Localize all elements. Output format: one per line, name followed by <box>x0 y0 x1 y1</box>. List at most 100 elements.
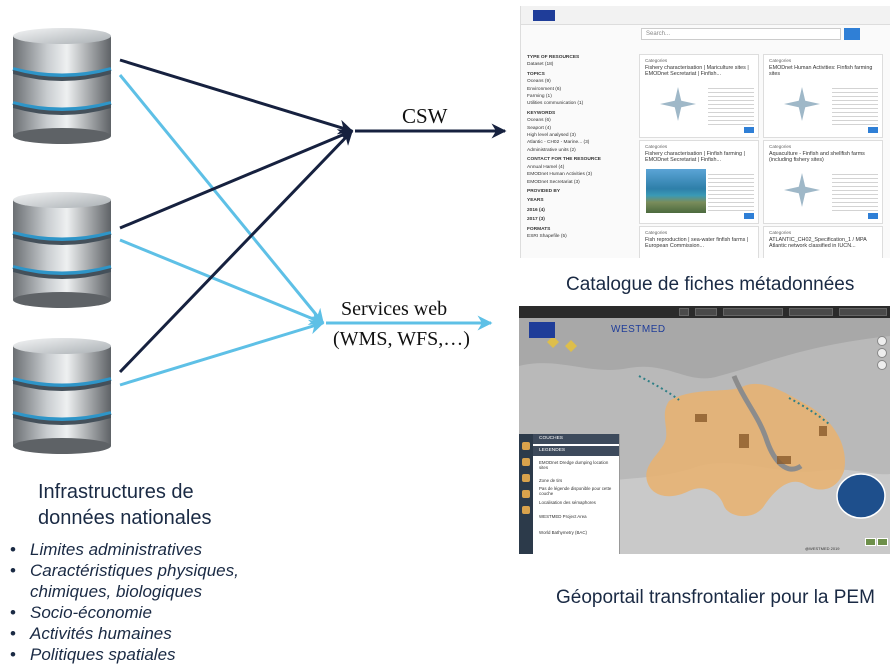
layers-icon <box>522 442 530 450</box>
csw-label: CSW <box>402 104 448 128</box>
zoom-in-icon <box>877 336 887 346</box>
infrastructure-title-line: Infrastructures de <box>38 481 194 503</box>
card-photo <box>646 169 706 213</box>
list-item: Socio-économie <box>10 602 239 623</box>
facet-item: PROVIDED BY <box>527 188 561 194</box>
catalogue-caption: Catalogue de fiches métadonnées <box>566 274 855 295</box>
card-title: EMODnet Human Activities: Finfish farmin… <box>769 65 873 78</box>
facet-item: Oceans (9) <box>527 79 551 85</box>
card-action-button <box>868 213 878 219</box>
legend-item: Localisation des sémaphores <box>539 500 596 505</box>
facet-item: ESRI Shapefile (5) <box>527 233 567 239</box>
toolbar-button <box>695 308 717 316</box>
database-icon-2 <box>11 190 113 310</box>
arrow-db2-to-csw <box>119 129 354 230</box>
compass-icon <box>784 87 820 121</box>
coordinate-field <box>789 308 833 316</box>
facet-item: Oceans (6) <box>527 118 551 124</box>
geoportal-tool-strip <box>519 434 533 554</box>
coordinate-field <box>723 308 783 316</box>
card-title: ATLANTIC_CH02_Specification_1 / MPA Atla… <box>769 237 867 250</box>
print-icon <box>522 506 530 514</box>
legend-item: WESTMED Project Area <box>539 514 587 519</box>
database-icon-1 <box>11 26 113 146</box>
eu-flag-icon <box>533 10 555 21</box>
card-abstract <box>832 85 878 125</box>
coordinate-field <box>839 308 887 316</box>
arrow-db3-to-services <box>119 319 325 387</box>
facet-item: Dataset (18) <box>527 62 554 68</box>
westmed-logo: WESTMED <box>611 324 666 335</box>
infrastructure-title-line: données nationales <box>38 507 212 529</box>
card-meta: Categories <box>645 230 668 235</box>
list-item: Politiques spatiales <box>10 644 239 665</box>
facet-item: Annual Hamel (4) <box>527 164 565 170</box>
infrastructure-list: Limites administratives Caractéristiques… <box>10 539 239 665</box>
geoportal-layer-panel: COUCHES LEGENDES EMODnet Dredge dumping … <box>519 434 620 554</box>
card-meta: Categories <box>645 58 668 63</box>
card-action-button <box>744 127 754 133</box>
arrow-db1-to-services <box>118 74 325 325</box>
card-meta: Categories <box>769 58 792 63</box>
legend-item: Pas de légende disponible pour cette cou… <box>539 486 612 496</box>
geoportal-toolbar <box>519 306 890 318</box>
catalogue-card: Categories EMODnet Human Activities: Fin… <box>763 54 883 138</box>
facet-item: KEYWORDS <box>527 110 556 116</box>
infrastructure-title: Infrastructures de données nationales <box>38 479 211 531</box>
facet-item: Farming (1) <box>527 94 552 100</box>
arrow-db2-to-services <box>119 238 325 325</box>
geoportail-caption: Géoportail transfrontalier pour la PEM <box>556 587 875 608</box>
legend-item: EMODnet Dredge dumping location sites <box>539 460 609 470</box>
facet-item: 2016 (4) <box>527 207 545 213</box>
toolbar-button <box>679 308 689 316</box>
card-title: Aquaculture - Finfish and shellfish farm… <box>769 151 865 164</box>
catalogue-search-input: Search... <box>641 28 841 40</box>
facet-item: Seaport (4) <box>527 125 551 131</box>
facet-item: YEARS <box>527 198 544 204</box>
facet-item: FORMATS <box>527 226 551 232</box>
facet-item: Environment (6) <box>527 86 562 92</box>
facet-item: 2017 (3) <box>527 217 545 223</box>
facet-item: TOPICS <box>527 71 545 77</box>
eu-flag-icon <box>529 322 555 338</box>
catalogue-card: Categories Fishery characterisation | Fi… <box>639 140 759 224</box>
services-web-protocols: (WMS, WFS,…) <box>333 328 470 350</box>
arrow-db1-to-csw <box>119 58 354 135</box>
zoom-out-icon <box>877 348 887 358</box>
geoportal-screenshot: WESTMED COUCHES LEGENDES EMODnet Dredge … <box>519 306 890 554</box>
card-meta: Categories <box>769 230 792 235</box>
database-icon-3 <box>11 336 113 456</box>
facet-item: CONTACT FOR THE RESOURCE <box>527 157 601 163</box>
list-item: chimiques, biologiques <box>30 582 202 601</box>
panel-header-legendes: LEGENDES <box>519 446 619 456</box>
compass-icon <box>660 87 696 121</box>
arrow-db3-to-csw <box>118 129 354 374</box>
catalogue-topbar <box>521 6 890 25</box>
list-item: Activités humaines <box>10 623 239 644</box>
card-abstract <box>708 171 754 211</box>
legend-item: World Bathymetry (BAC) <box>539 530 587 535</box>
list-item: Limites administratives <box>10 539 239 560</box>
basemap-thumbnail <box>877 538 888 546</box>
facet-item: EMODnet Secretariat (3) <box>527 179 580 185</box>
catalogue-search-button <box>844 28 860 40</box>
catalogue-facets: TYPE OF RESOURCES Dataset (18) TOPICS Ocean… <box>527 52 633 240</box>
facet-item: TYPE OF RESOURCES <box>527 55 580 60</box>
search-icon <box>522 474 530 482</box>
card-meta: Categories <box>645 144 668 149</box>
facet-item: EMODnet Human Activities (3) <box>527 172 593 178</box>
measure-icon <box>522 490 530 498</box>
card-action-button <box>744 213 754 219</box>
list-item: Caractéristiques physiques, <box>10 560 239 581</box>
catalogue-card: Categories Fishery characterisation | Ma… <box>639 54 759 138</box>
legend-item: Zone de tirs <box>539 478 563 483</box>
card-title: Fishery characterisation | Finfish farmi… <box>645 151 745 164</box>
card-meta: Categories <box>769 144 792 149</box>
catalogue-card: Categories Fish reproduction | sea-water… <box>639 226 759 258</box>
services-web-label: Services web <box>341 298 448 320</box>
catalogue-card: Categories ATLANTIC_CH02_Specification_1… <box>763 226 883 258</box>
catalogue-card: Categories Aquaculture - Finfish and she… <box>763 140 883 224</box>
facet-item: Administrative units (2) <box>527 147 576 153</box>
